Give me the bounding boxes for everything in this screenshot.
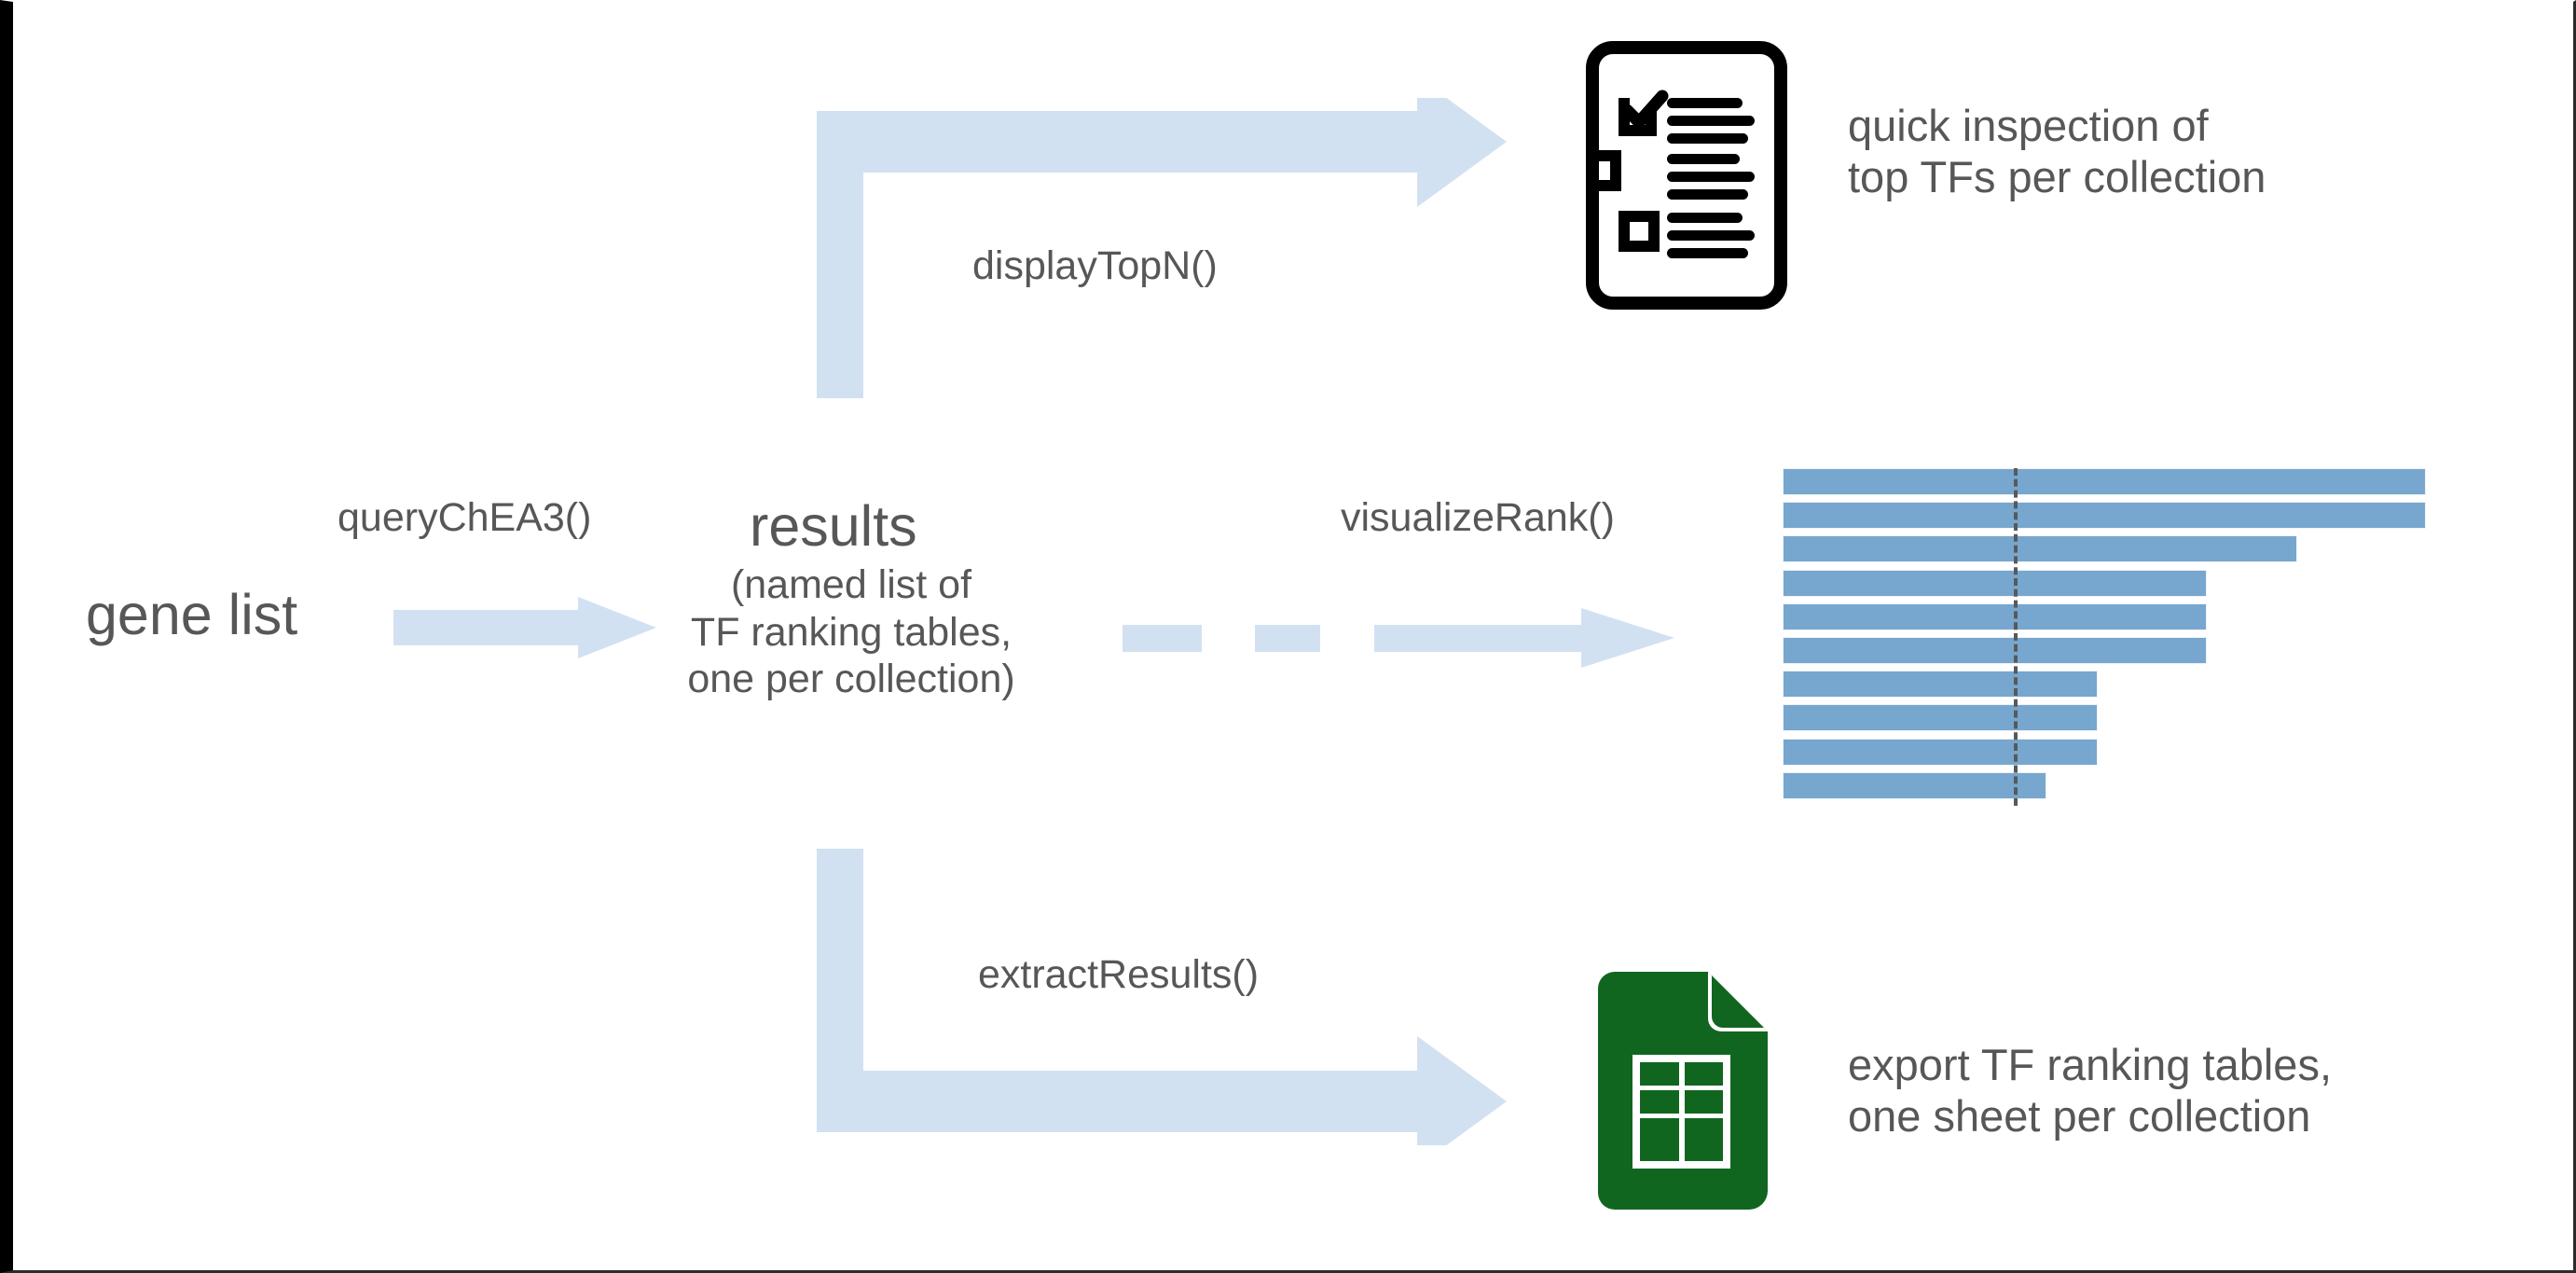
query-chea3-label: queryChEA3(): [337, 495, 592, 540]
chart-bar: [1783, 739, 2098, 766]
bar-row: [1783, 739, 2098, 766]
bar-row: [1783, 468, 2426, 495]
spreadsheet-file-icon: [1598, 972, 1768, 1210]
chart-bar: [1783, 468, 2426, 495]
chart-bar: [1783, 704, 2098, 731]
extract-results-label: extractResults(): [978, 952, 1260, 997]
checklist-document-icon: [1580, 41, 1787, 310]
bar-row: [1783, 637, 2207, 664]
chart-bar: [1783, 603, 2207, 630]
display-topn-label: displayTopN(): [972, 243, 1218, 288]
bar-row: [1783, 671, 2098, 698]
chart-bar: [1783, 570, 2207, 597]
chart-bar: [1783, 637, 2207, 664]
bar-row: [1783, 502, 2426, 529]
results-node-subtitle: (named list of TF ranking tables, one pe…: [687, 562, 1015, 702]
gene-list-label: gene list: [86, 583, 298, 646]
bar-row: [1783, 535, 2297, 562]
chart-bar: [1783, 535, 2297, 562]
tf-rank-bar-chart: [1783, 468, 2426, 806]
bar-row: [1783, 772, 2046, 799]
display-topn-arrow: [817, 76, 1507, 398]
query-chea3-arrow: [393, 597, 656, 658]
bar-row: [1783, 704, 2098, 731]
rank-cutoff-line: [2014, 468, 2018, 806]
visualize-rank-arrow: [1123, 608, 1674, 668]
chart-bar: [1783, 772, 2046, 799]
export-caption: export TF ranking tables, one sheet per …: [1848, 1040, 2332, 1142]
chart-bar: [1783, 502, 2426, 529]
quick-inspection-caption: quick inspection of top TFs per collecti…: [1848, 101, 2266, 202]
visualize-rank-label: visualizeRank(): [1341, 495, 1615, 540]
chart-bar: [1783, 671, 2098, 698]
bar-row: [1783, 570, 2207, 597]
extract-results-arrow: [817, 849, 1507, 1167]
bar-row: [1783, 603, 2207, 630]
results-node-title: results: [750, 494, 917, 558]
